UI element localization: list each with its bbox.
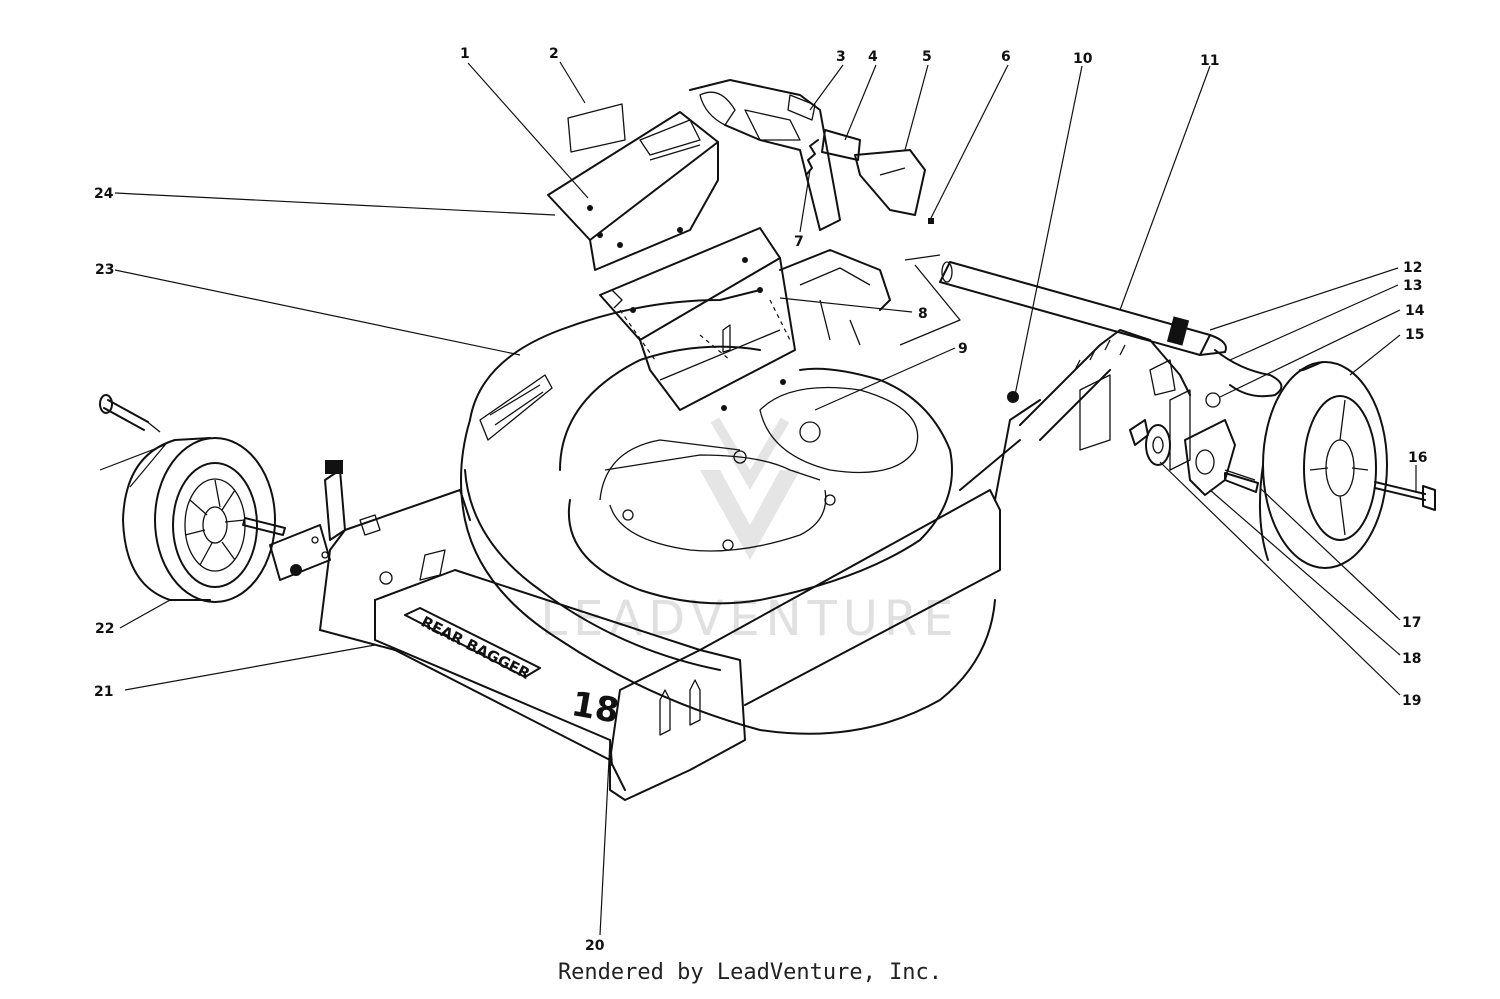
callout-18: 18 xyxy=(1402,651,1421,667)
footer-credit: Rendered by LeadVenture, Inc. xyxy=(557,960,943,985)
callout-7: 7 xyxy=(794,234,804,250)
callout-13: 13 xyxy=(1403,278,1422,294)
callout-8: 8 xyxy=(918,306,928,322)
callout-3: 3 xyxy=(836,49,846,65)
callout-14: 14 xyxy=(1405,303,1425,319)
callout-20: 20 xyxy=(585,938,605,954)
callout-9: 9 xyxy=(958,341,968,357)
callout-21: 21 xyxy=(94,684,113,700)
watermark-logo xyxy=(700,417,800,560)
callout-1: 1 xyxy=(460,46,470,62)
callout-4: 4 xyxy=(868,49,878,65)
deck-rear-bagger-label: REAR BAGGER xyxy=(418,613,533,684)
callout-22: 22 xyxy=(95,621,114,637)
callout-16: 16 xyxy=(1408,450,1427,466)
callout-17: 17 xyxy=(1402,615,1421,631)
callout-15: 15 xyxy=(1405,327,1424,343)
callout-6: 6 xyxy=(1001,49,1011,65)
callout-10: 10 xyxy=(1073,51,1093,67)
callout-11: 11 xyxy=(1200,53,1219,69)
callout-2: 2 xyxy=(549,46,559,62)
height-adjust-rod xyxy=(939,261,1283,408)
left-wheel xyxy=(99,394,346,603)
callout-23: 23 xyxy=(95,262,114,278)
right-wheel xyxy=(1129,361,1436,569)
watermark-text: LEADVENTURE xyxy=(540,591,959,647)
deck-size-label: 18 xyxy=(568,684,622,732)
callout-24: 24 xyxy=(94,186,114,202)
leader-lines xyxy=(114,61,1417,936)
callout-5: 5 xyxy=(922,49,932,65)
handle-bracket-assembly xyxy=(547,79,934,411)
callout-labels: 1 2 3 4 5 6 7 8 9 10 11 12 13 14 15 16 1… xyxy=(94,46,1427,954)
callout-19: 19 xyxy=(1402,693,1421,709)
callout-12: 12 xyxy=(1403,260,1422,276)
